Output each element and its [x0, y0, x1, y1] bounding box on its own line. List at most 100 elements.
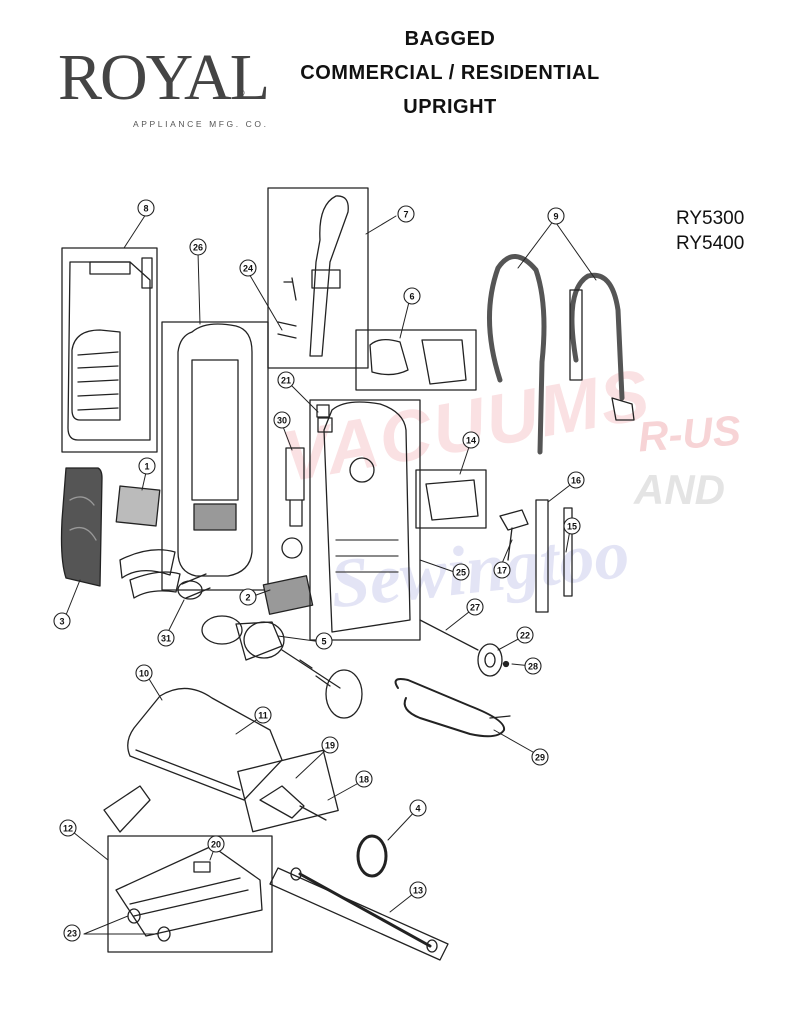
callout-18: 18 — [355, 770, 373, 788]
callout-number: 3 — [59, 617, 64, 627]
callout-3: 3 — [53, 612, 71, 630]
callout-number: 20 — [211, 840, 221, 850]
callout-circle — [524, 657, 542, 675]
part-13-brush-roll — [269, 867, 449, 961]
callout-number: 25 — [456, 568, 466, 578]
callout-15: 15 — [563, 517, 581, 535]
callout-number: 27 — [470, 603, 480, 613]
callout-number: 21 — [281, 376, 291, 386]
callout-circle — [189, 238, 207, 256]
callout-circle — [273, 411, 291, 429]
callout-28: 28 — [524, 657, 542, 675]
part-6-cord-hook — [355, 329, 477, 391]
callout-number: 26 — [193, 243, 203, 253]
callout-circle — [321, 736, 339, 754]
callout-number: 15 — [567, 522, 577, 532]
title-line-1: BAGGED — [404, 28, 496, 50]
callout-circle — [254, 706, 272, 724]
part-15-crevice-tool — [563, 507, 573, 597]
callout-11: 11 — [254, 706, 272, 724]
part-25-main-body — [309, 399, 421, 641]
title-line-3: UPRIGHT — [403, 96, 497, 118]
part-10-nozzle-hood — [103, 687, 283, 833]
callout-number: 16 — [571, 476, 581, 486]
callout-number: 31 — [161, 634, 171, 644]
callout-25: 25 — [452, 563, 470, 581]
callout-5: 5 — [315, 632, 333, 650]
part-19-belt-guard-box — [237, 749, 339, 833]
callout-circle — [239, 259, 257, 277]
callout-number: 14 — [466, 436, 476, 446]
callout-circle — [452, 563, 470, 581]
model-number-2: RY5400 — [676, 233, 745, 254]
callout-27: 27 — [466, 598, 484, 616]
callout-circle — [207, 835, 225, 853]
callout-circle — [59, 819, 77, 837]
part-2-exhaust-filter — [262, 575, 314, 615]
part-14-bracket — [415, 469, 487, 529]
callout-circle — [397, 205, 415, 223]
part-9-hose — [486, 254, 635, 455]
callout-16: 16 — [567, 471, 585, 489]
part-26-front-housing — [119, 321, 269, 599]
callout-number: 13 — [413, 886, 423, 896]
callout-circle — [138, 457, 156, 475]
callout-circle — [516, 626, 534, 644]
part-5-motor — [201, 615, 363, 719]
callout-circle — [157, 629, 175, 647]
callout-circle — [277, 371, 295, 389]
part-4-belt — [356, 834, 388, 878]
callout-circle — [466, 598, 484, 616]
callout-number: 28 — [528, 662, 538, 672]
logo-subtitle: APPLIANCE MFG. CO. — [133, 119, 269, 129]
logo-registered-mark: ® — [238, 88, 245, 98]
logo-wordmark: ROYAL — [58, 41, 270, 114]
callout-number: 2 — [245, 593, 250, 603]
callout-number: 6 — [409, 292, 414, 302]
part-28-wheel-screw — [502, 660, 510, 668]
callout-22: 22 — [516, 626, 534, 644]
callout-circle — [355, 770, 373, 788]
callout-circle — [137, 199, 155, 217]
part-12-bottom-plate — [107, 835, 273, 953]
callout-circle — [567, 471, 585, 489]
watermark-text-3: AND — [634, 466, 725, 513]
callout-number: 23 — [67, 929, 77, 939]
model-number-1: RY5300 — [676, 208, 745, 229]
callout-markers: 1234567891011121314151617181920212223242… — [53, 199, 585, 942]
callout-13: 13 — [409, 881, 427, 899]
part-7-handle-assembly — [267, 187, 369, 369]
callout-number: 12 — [63, 824, 73, 834]
callout-30: 30 — [273, 411, 291, 429]
callout-number: 22 — [520, 631, 530, 641]
callout-number: 5 — [321, 637, 326, 647]
callout-19: 19 — [321, 736, 339, 754]
callout-circle — [315, 632, 333, 650]
callout-number: 9 — [553, 212, 558, 222]
callout-circle — [493, 561, 511, 579]
callout-26: 26 — [189, 238, 207, 256]
callout-circle — [53, 612, 71, 630]
callout-number: 8 — [143, 204, 148, 214]
callout-number: 19 — [325, 741, 335, 751]
callout-number: 18 — [359, 775, 369, 785]
callout-24: 24 — [239, 259, 257, 277]
part-29-power-cord — [394, 678, 511, 738]
callout-12: 12 — [59, 819, 77, 837]
callout-circle — [63, 924, 81, 942]
callout-number: 17 — [497, 566, 507, 576]
callout-8: 8 — [137, 199, 155, 217]
part-8-rear-cover — [61, 247, 158, 453]
callout-number: 4 — [415, 804, 420, 814]
part-1-filter — [115, 485, 161, 527]
callout-number: 1 — [144, 462, 149, 472]
callout-circle — [403, 287, 421, 305]
callout-6: 6 — [403, 287, 421, 305]
callout-number: 10 — [139, 669, 149, 679]
callout-2: 2 — [239, 588, 257, 606]
callout-number: 7 — [403, 210, 408, 220]
callout-1: 1 — [138, 457, 156, 475]
callout-number: 24 — [243, 264, 253, 274]
part-17-dusting-tool — [499, 509, 529, 561]
